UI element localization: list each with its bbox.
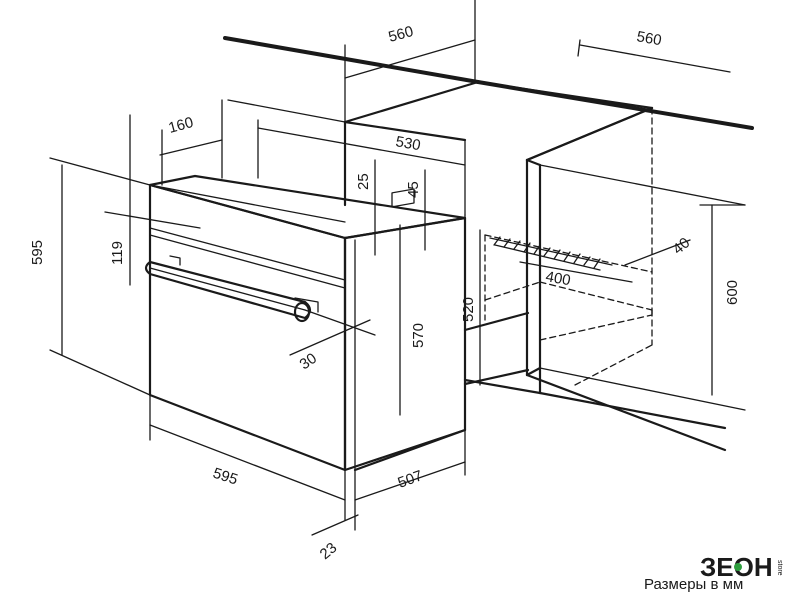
- brand-logo: ЗЕОН store: [700, 552, 783, 582]
- worktop-lines: [223, 36, 754, 162]
- dimension-lines: [49, 0, 746, 536]
- right-niche: [463, 106, 746, 452]
- dim-595-height: 595: [29, 240, 46, 265]
- dim-45: 45: [405, 181, 422, 198]
- dim-560-left: 560: [387, 23, 416, 46]
- dim-570: 570: [410, 323, 427, 348]
- dim-595-width: 595: [211, 465, 240, 489]
- dim-560-right: 560: [635, 28, 663, 49]
- dim-400: 400: [544, 268, 572, 289]
- dim-600: 600: [724, 280, 741, 305]
- dim-530: 530: [394, 133, 422, 154]
- dim-520: 520: [460, 297, 477, 322]
- dim-23: 23: [317, 539, 341, 563]
- dim-40: 40: [670, 234, 694, 258]
- vent-hatch: [489, 236, 613, 271]
- dim-25: 25: [355, 173, 372, 190]
- logo-accent-dot: [734, 563, 742, 571]
- dim-160: 160: [167, 114, 196, 137]
- dim-507: 507: [396, 467, 425, 492]
- dimension-labels: 560 560 160 530 595 25 45 119 570 520 30…: [29, 23, 741, 563]
- dim-30: 30: [297, 350, 320, 373]
- dim-119: 119: [109, 241, 126, 265]
- logo-tagline: store: [776, 560, 783, 576]
- left-niche: [227, 99, 530, 386]
- units-caption: Размеры в мм: [644, 576, 744, 593]
